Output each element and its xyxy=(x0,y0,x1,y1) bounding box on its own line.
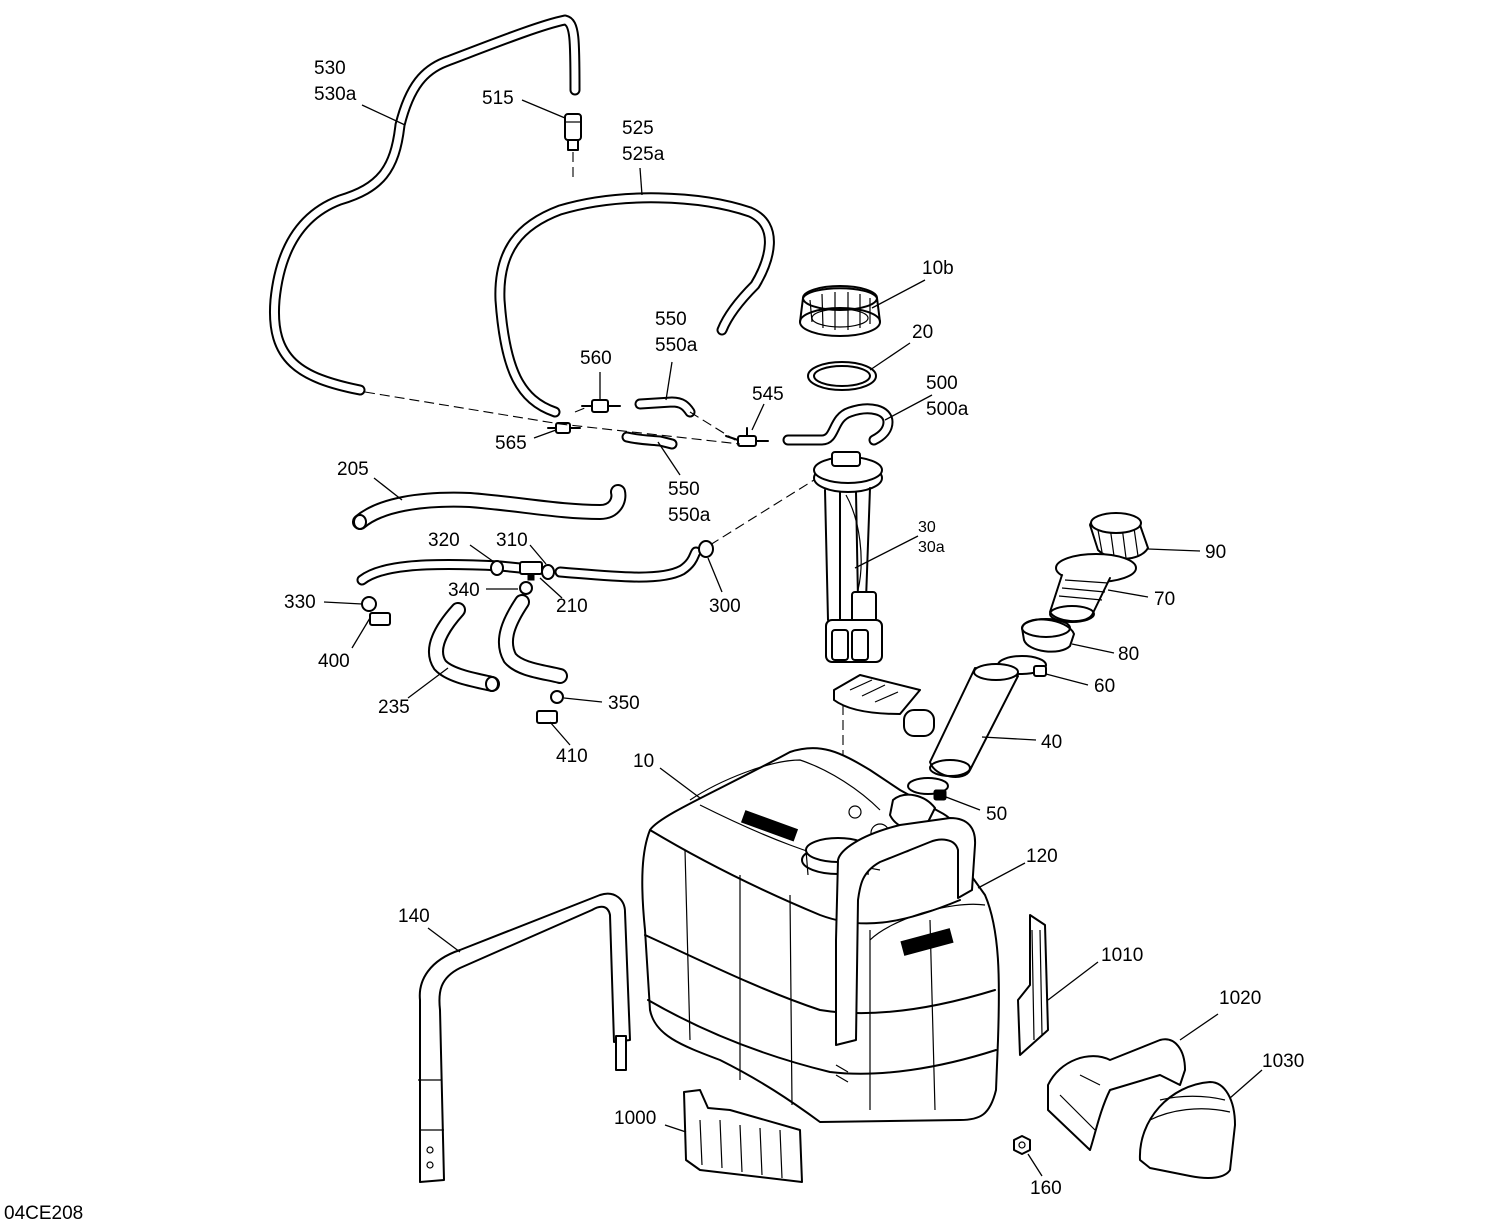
callout-70: 70 xyxy=(1154,589,1175,610)
callout-205: 205 xyxy=(337,459,369,480)
hose-550-upper xyxy=(634,396,696,418)
connector-565 xyxy=(547,422,581,434)
tee-545 xyxy=(725,427,769,447)
assembly-line-a xyxy=(364,391,741,445)
fuel-pump-30 xyxy=(813,451,935,737)
connector-400 xyxy=(369,612,391,626)
clamp-300 xyxy=(698,540,714,558)
hose-340 xyxy=(498,594,568,684)
callout-300: 300 xyxy=(709,596,741,617)
clamp-340 xyxy=(519,581,533,595)
strap-140 xyxy=(418,892,631,1183)
callout-10: 10 xyxy=(633,751,654,772)
callout-310: 310 xyxy=(496,530,528,551)
callout-330: 330 xyxy=(284,592,316,613)
callout-545: 545 xyxy=(752,384,784,405)
hose-205 xyxy=(352,484,627,530)
callout-1020: 1020 xyxy=(1219,988,1261,1009)
check-valve-515 xyxy=(564,113,582,151)
callout-50: 50 xyxy=(986,804,1007,825)
assembly-line-c xyxy=(689,411,736,441)
filler-hose-40 xyxy=(929,663,1019,778)
filler-neck-70 xyxy=(1049,553,1137,623)
callout-350: 350 xyxy=(608,693,640,714)
seal-20 xyxy=(807,361,877,391)
callout-550-upper: 550 550a xyxy=(655,309,698,356)
fuel-line-assembly xyxy=(356,546,702,586)
drawing-id: 04CE208 xyxy=(4,1203,83,1224)
assembly-line-b xyxy=(574,407,586,413)
clamp-50 xyxy=(907,777,949,801)
callout-140: 140 xyxy=(398,906,430,927)
clamp-350 xyxy=(550,690,564,704)
hose-550-lower xyxy=(621,431,678,450)
shield-1020 xyxy=(1047,1038,1186,1151)
callout-210: 210 xyxy=(556,596,588,617)
lock-ring-10b xyxy=(799,285,881,337)
callout-10b: 10b xyxy=(922,258,954,279)
hose-500 xyxy=(782,403,894,446)
callout-80: 80 xyxy=(1118,644,1139,665)
clamp-330 xyxy=(361,596,377,612)
callout-530: 530 530a xyxy=(314,58,357,105)
callout-235: 235 xyxy=(378,697,410,718)
callout-1030: 1030 xyxy=(1262,1051,1304,1072)
vent-hose-530 xyxy=(268,14,581,396)
callout-400: 400 xyxy=(318,651,350,672)
callout-120: 120 xyxy=(1026,846,1058,867)
nut-160 xyxy=(1013,1135,1031,1155)
connector-560 xyxy=(581,399,621,413)
connector-410 xyxy=(536,710,558,724)
shield-1010 xyxy=(1017,914,1049,1056)
callout-410: 410 xyxy=(556,746,588,767)
callout-30: 30 30a xyxy=(918,519,945,556)
callout-1010: 1010 xyxy=(1101,945,1143,966)
callout-340: 340 xyxy=(448,580,480,601)
fuel-tank-10 xyxy=(641,747,1000,1123)
callout-550-lower: 550 550a xyxy=(668,479,711,526)
callout-320: 320 xyxy=(428,530,460,551)
callout-160: 160 xyxy=(1030,1178,1062,1199)
callout-90: 90 xyxy=(1205,542,1226,563)
callout-40: 40 xyxy=(1041,732,1062,753)
callout-560: 560 xyxy=(580,348,612,369)
callout-20: 20 xyxy=(912,322,933,343)
vent-hose-525 xyxy=(494,192,775,418)
callout-60: 60 xyxy=(1094,676,1115,697)
hose-235 xyxy=(428,602,500,692)
nut-80 xyxy=(1021,618,1075,653)
fuel-cap-90 xyxy=(1089,512,1149,560)
callout-565: 565 xyxy=(495,433,527,454)
shield-1000 xyxy=(683,1089,803,1183)
guard-1030 xyxy=(1138,1081,1236,1179)
callout-1000: 1000 xyxy=(614,1108,656,1129)
callout-515: 515 xyxy=(482,88,514,109)
callout-525: 525 525a xyxy=(622,118,665,165)
assembly-line-d xyxy=(709,469,831,546)
leader-lines xyxy=(323,99,1263,1177)
callout-500: 500 500a xyxy=(926,373,969,420)
